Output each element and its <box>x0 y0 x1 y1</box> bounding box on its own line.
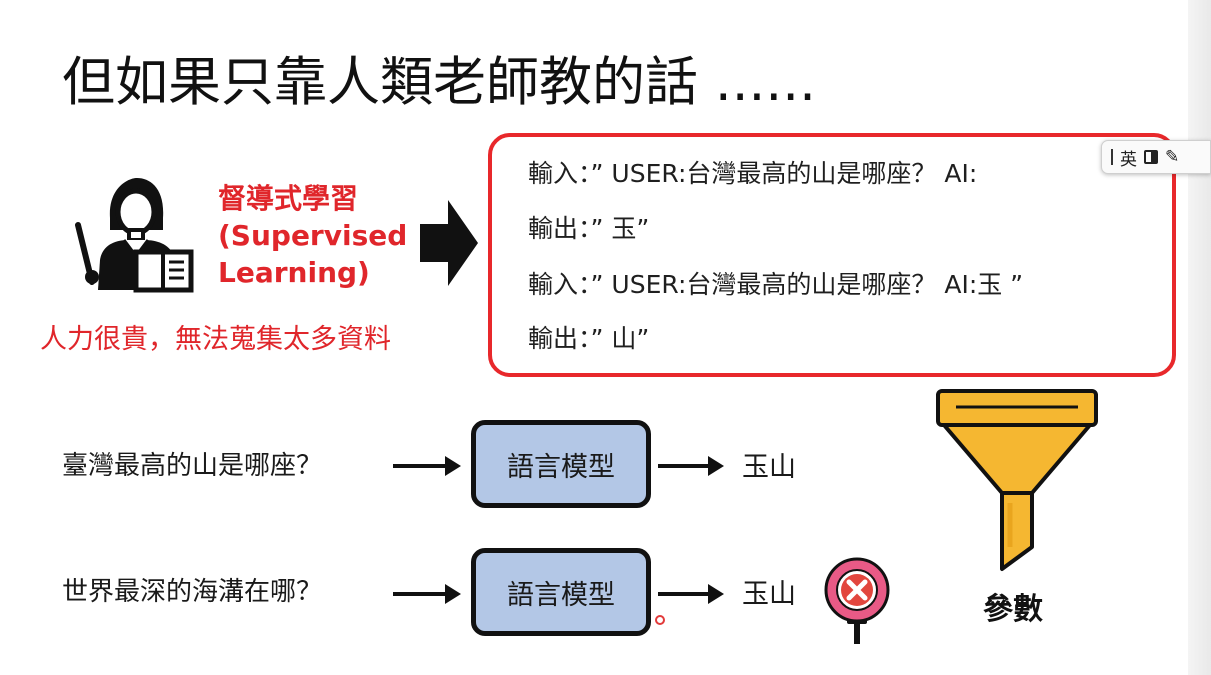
supervised-label-zh: 督導式學習 <box>218 182 359 215</box>
language-model-box: 語言模型 <box>471 548 651 636</box>
language-model-box: 語言模型 <box>471 420 651 508</box>
flow-arrow <box>658 456 724 476</box>
example-content: USER:台灣最高的山是哪座？ AI:玉 ” <box>611 270 1024 299</box>
supervised-learning-label: 督導式學習 (Supervised Learning) <box>218 180 418 291</box>
wrong-answer-icon <box>824 557 890 644</box>
example-line: 輸出：” 玉” <box>528 212 649 246</box>
example-label: 輸出：” <box>528 214 604 243</box>
ime-toolbar[interactable]: 英 ✎ <box>1101 140 1211 174</box>
right-arrow-icon <box>420 200 478 286</box>
flow-arrow <box>658 584 724 604</box>
example-label: 輸出：” <box>528 324 604 353</box>
flow-arrow <box>393 456 461 476</box>
flow-arrow <box>393 584 461 604</box>
ime-settings-icon[interactable]: ✎ <box>1165 147 1180 167</box>
supervised-label-en-2: Learning) <box>218 256 370 289</box>
slide-title: 但如果只靠人類老師教的話 ...... <box>62 52 816 113</box>
teacher-icon <box>75 178 194 293</box>
question-text: 世界最深的海溝在哪？ <box>62 577 323 607</box>
example-line: 輸入：” USER:台灣最高的山是哪座？ AI:玉 ” <box>528 268 1023 302</box>
funnel-icon <box>936 389 1098 571</box>
example-content: 山” <box>611 324 650 353</box>
half-width-toggle-icon[interactable] <box>1144 150 1158 164</box>
ime-mode-toggle[interactable]: 英 <box>1120 149 1137 170</box>
question-text: 臺灣最高的山是哪座？ <box>62 451 323 481</box>
example-label: 輸入：” <box>528 159 604 188</box>
example-content: 玉” <box>611 214 650 243</box>
example-line: 輸出：” 山” <box>528 322 649 356</box>
example-label: 輸入：” <box>528 270 604 299</box>
pointer-cursor <box>655 615 665 625</box>
answer-text: 玉山 <box>742 452 796 483</box>
example-line: 輸入：” USER:台灣最高的山是哪座？ AI: <box>528 157 977 191</box>
cost-note: 人力很貴，無法蒐集太多資料 <box>40 324 391 355</box>
ime-drag-handle[interactable] <box>1111 149 1113 165</box>
window-edge <box>1188 0 1211 675</box>
answer-text: 玉山 <box>742 579 796 610</box>
supervised-label-en-1: (Supervised <box>218 219 408 252</box>
example-content: USER:台灣最高的山是哪座？ AI: <box>611 159 978 188</box>
training-examples-box: 輸入：” USER:台灣最高的山是哪座？ AI: 輸出：” 玉” 輸入：” US… <box>488 133 1176 377</box>
parameters-label: 參數 <box>983 592 1043 627</box>
